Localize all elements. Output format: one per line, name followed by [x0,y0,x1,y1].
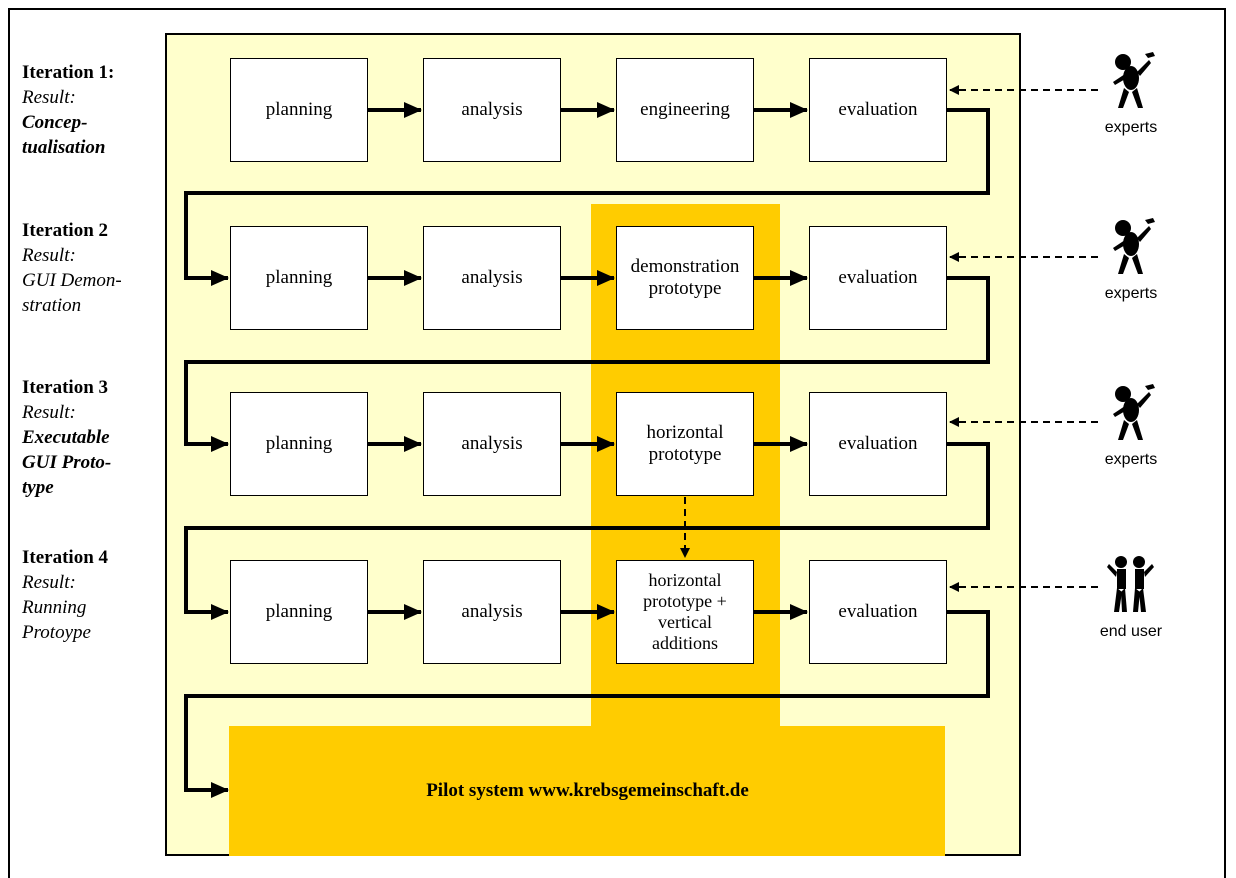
actor-4-label: end user [1099,623,1163,640]
iteration-1-result-heading: Result: [22,87,76,108]
expert-actor-1: experts [1076,48,1186,137]
expert-actor-3: experts [1076,380,1186,469]
row-4-vertical-additions-label: horizontal prototype + vertical addition… [643,570,727,653]
iteration-3-result-heading: Result: [22,402,76,423]
iteration-2-result: GUI Demon- stration [22,270,122,316]
row-4-planning-label: planning [265,601,333,622]
end-user-actor: end user [1076,552,1186,641]
row-4-vertical-additions-box: horizontal prototype + vertical addition… [616,560,754,664]
row-2-analysis-label: analysis [461,267,523,288]
row-3-horizontal-prototype-label: horizontal prototype [646,422,724,465]
iteration-2-result-heading: Result: [22,245,76,266]
row-2-evaluation-box: evaluation [809,226,947,330]
row-4-planning-box: planning [230,560,368,664]
row-4-analysis-label: analysis [461,601,523,622]
row-1-analysis-label: analysis [461,99,523,120]
row-1-analysis-box: analysis [423,58,561,162]
iteration-4-label: Iteration 4 Result: Running Protoype [22,545,162,645]
row-2-demonstration-prototype-box: demonstration prototype [616,226,754,330]
iteration-3-label: Iteration 3 Result: Executable GUI Proto… [22,375,162,500]
row-3-horizontal-prototype-box: horizontal prototype [616,392,754,496]
actor-2-label: experts [1104,285,1158,302]
row-1-engineering-label: engineering [640,99,730,120]
row-2-demonstration-prototype-label: demonstration prototype [630,256,740,299]
row-2-analysis-box: analysis [423,226,561,330]
iteration-4-result-heading: Result: [22,572,76,593]
row-2-planning-box: planning [230,226,368,330]
expert-figure-icon [1113,52,1155,108]
row-1-planning-box: planning [230,58,368,162]
row-1-planning-label: planning [265,99,333,120]
actor-1-label: experts [1104,119,1158,136]
iteration-4-result: Running Protoype [22,597,91,643]
outer-frame [8,8,1226,878]
row-2-evaluation-label: evaluation [838,267,918,288]
expert-figure-icon [1113,384,1155,440]
row-3-analysis-label: analysis [461,433,523,454]
row-1-evaluation-label: evaluation [838,99,918,120]
iteration-4-title: Iteration 4 [22,547,109,568]
row-3-evaluation-label: evaluation [838,433,918,454]
expert-actor-2: experts [1076,214,1186,303]
iteration-1-label: Iteration 1: Result: Concep- tualisation [22,60,162,160]
row-2-planning-label: planning [265,267,333,288]
row-4-evaluation-label: evaluation [838,601,918,622]
actor-3-label: experts [1104,451,1158,468]
end-user-figure-icon [1107,556,1154,612]
row-1-evaluation-box: evaluation [809,58,947,162]
row-3-evaluation-box: evaluation [809,392,947,496]
row-1-engineering-box: engineering [616,58,754,162]
iteration-3-title: Iteration 3 [22,377,109,398]
pilot-system-label: Pilot system www.krebsgemeinschaft.de [426,780,749,801]
iteration-3-result: Executable GUI Proto- type [22,427,112,498]
iteration-1-title: Iteration 1: [22,62,115,83]
row-3-planning-box: planning [230,392,368,496]
row-3-analysis-box: analysis [423,392,561,496]
expert-figure-icon [1113,218,1155,274]
iteration-2-label: Iteration 2 Result: GUI Demon- stration [22,218,162,318]
row-4-evaluation-box: evaluation [809,560,947,664]
iteration-2-title: Iteration 2 [22,220,109,241]
iteration-1-result: Concep- tualisation [22,112,106,158]
row-4-analysis-box: analysis [423,560,561,664]
row-3-planning-label: planning [265,433,333,454]
